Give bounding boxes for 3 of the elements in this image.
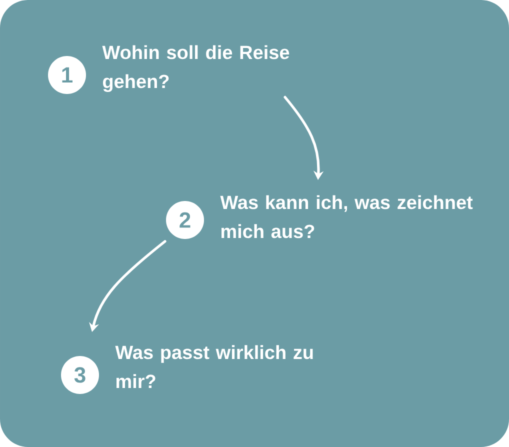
step-question: Was passt wirklich zu mir? xyxy=(115,345,313,388)
step-question: Was kann ich, was zeichnet mich aus? xyxy=(220,195,473,238)
step-question: Wohin soll die Reise gehen? xyxy=(102,45,290,92)
